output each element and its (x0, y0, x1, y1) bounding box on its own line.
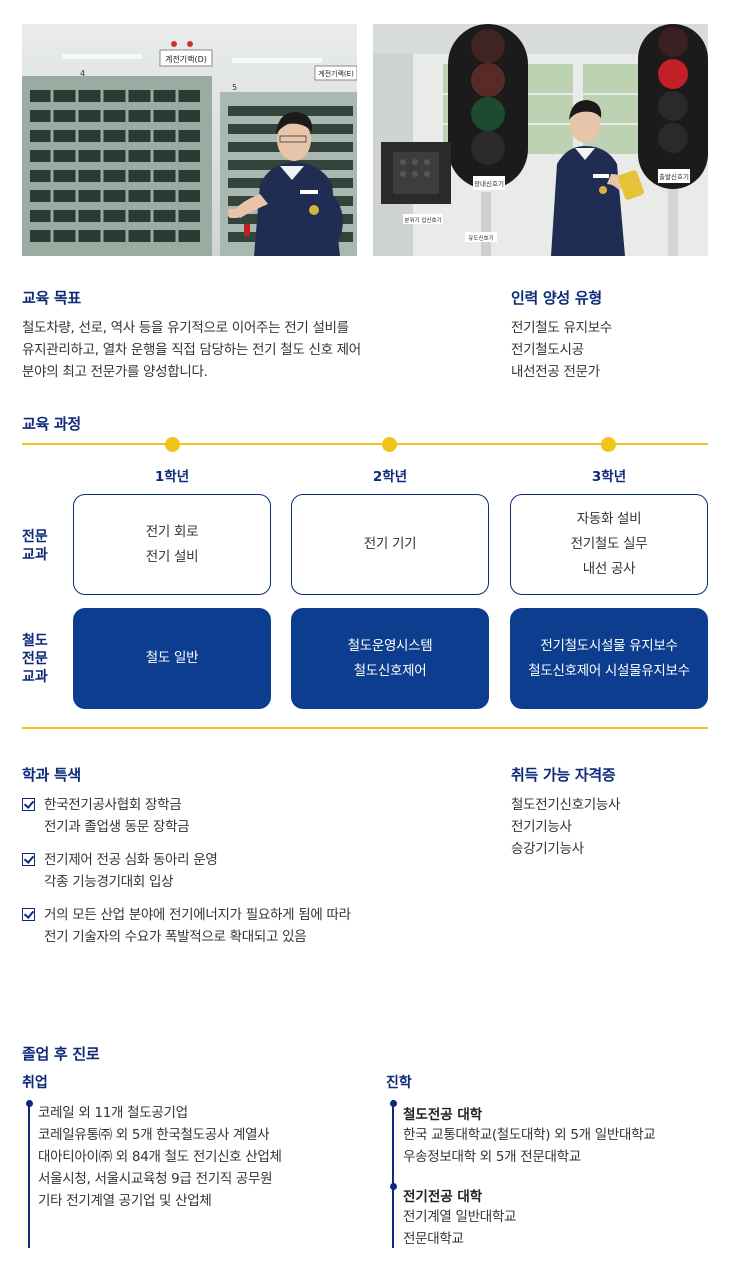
feature-item: 한국전기공사협회 장학금 전기과 졸업생 동문 장학금 (22, 794, 442, 838)
subject: 전기 설비 (145, 548, 199, 565)
education-goal-line: 분야의 최고 전문가를 양성합니다. (22, 364, 208, 380)
rack-number-5: 5 (232, 83, 237, 92)
row-label-major-line: 전문 (22, 529, 48, 545)
rack-sign-e: 계전기랙(E) (318, 69, 354, 78)
certificates-title: 취득 가능 자격증 (511, 766, 616, 784)
employment-item: 대아티아이㈜ 외 84개 철도 전기신호 산업체 (38, 1149, 282, 1165)
advancement-dot (389, 1183, 397, 1190)
subject: 철도신호제어 시설물유지보수 (528, 662, 690, 679)
talent-type-item: 내선전공 전문가 (511, 364, 600, 380)
student-figure-right (551, 100, 644, 256)
advancement-line (392, 1100, 394, 1248)
electric-univ-item: 전문대학교 (403, 1231, 464, 1247)
feature-line: 전기제어 전공 심화 동아리 운영 (44, 852, 218, 868)
checkbox-icon (22, 908, 35, 921)
signal-sign-3: 유도신호기 (468, 234, 493, 242)
major-subjects-year2: 전기 기기 (291, 494, 489, 595)
talent-types-title: 인력 양성 유형 (511, 289, 602, 307)
certificate-item: 승강기기능사 (511, 841, 584, 857)
employment-label: 취업 (22, 1075, 48, 1091)
year-label-3: 3학년 (591, 469, 627, 485)
row-label-railway-line: 교과 (22, 669, 48, 685)
subject: 철도신호제어 (353, 662, 427, 679)
electric-univ-title: 전기전공 대학 (403, 1189, 483, 1205)
talent-types-list: 전기철도 유지보수 전기철도시공 내선전공 전문가 (511, 317, 711, 383)
row-label-railway-line: 철도 (22, 633, 48, 649)
employment-item: 기타 전기계열 공기업 및 산업체 (38, 1193, 212, 1209)
rack-number-4: 4 (80, 69, 85, 78)
subject: 전기 회로 (145, 523, 199, 540)
photo-signal-lab: 장내신호기 분위기 입신호기 유도신호기 출발신호기 (373, 24, 708, 256)
employment-dot (25, 1100, 33, 1107)
electric-univ-item: 전기계열 일반대학교 (403, 1209, 517, 1225)
education-goal-text: 철도차량, 선로, 역사 등을 유기적으로 이어주는 전기 설비를 유지관리하고… (22, 317, 442, 383)
railway-subjects-year2: 철도운영시스템 철도신호제어 (291, 608, 489, 709)
talent-type-item: 전기철도시공 (511, 342, 584, 358)
curriculum-bottom-line (22, 727, 708, 729)
feature-item: 거의 모든 산업 분야에 전기에너지가 필요하게 됨에 따라 전기 기술자의 수… (22, 904, 442, 948)
row-label-railway: 철도 전문 교과 (22, 632, 58, 686)
checkbox-icon (22, 798, 35, 811)
feature-line: 한국전기공사협회 장학금 (44, 797, 182, 813)
certificate-item: 철도전기신호기능사 (511, 797, 621, 813)
timeline-dot-year1 (165, 437, 180, 452)
advancement-dot (389, 1100, 397, 1107)
curriculum-title: 교육 과정 (22, 415, 81, 433)
employment-item: 코레일 외 11개 철도공기업 (38, 1105, 188, 1121)
certificates-list: 철도전기신호기능사 전기기능사 승강기기능사 (511, 794, 711, 860)
major-subjects-year3: 자동화 설비 전기철도 실무 내선 공사 (510, 494, 708, 595)
career-title: 졸업 후 진로 (22, 1045, 100, 1063)
checkbox-icon (22, 853, 35, 866)
talent-type-item: 전기철도 유지보수 (511, 320, 612, 336)
row-label-railway-line: 전문 (22, 651, 48, 667)
major-subjects-year1: 전기 회로 전기 설비 (73, 494, 271, 595)
railway-subjects-year1: 철도 일반 (73, 608, 271, 709)
subject: 철도 일반 (145, 650, 199, 666)
employment-item: 서울시청, 서울시교육청 9급 전기직 공무원 (38, 1171, 273, 1187)
feature-item: 전기제어 전공 심화 동아리 운영 각종 기능경기대회 입상 (22, 849, 442, 893)
feature-line: 거의 모든 산업 분야에 전기에너지가 필요하게 됨에 따라 (44, 907, 351, 923)
photo-relay-room: 계전기랙(D) 계전기랙(E) 4 5 (22, 24, 357, 256)
subject: 전기철도시설물 유지보수 (540, 637, 678, 654)
subject: 내선 공사 (582, 561, 636, 577)
education-goal-line: 철도차량, 선로, 역사 등을 유기적으로 이어주는 전기 설비를 (22, 320, 349, 336)
railway-univ-item: 한국 교통대학교(철도대학) 외 5개 일반대학교 (403, 1127, 656, 1143)
railway-univ-title: 철도전공 대학 (403, 1107, 483, 1123)
signal-lab-illustration: 장내신호기 분위기 입신호기 유도신호기 출발신호기 (373, 24, 708, 256)
timeline-dot-year3 (601, 437, 616, 452)
signal-sign-1: 장내신호기 (474, 179, 504, 188)
certificate-item: 전기기능사 (511, 819, 572, 835)
student-figure-left (228, 112, 343, 256)
rack-sign-d: 계전기랙(D) (165, 54, 207, 64)
subject: 전기 기기 (363, 536, 417, 552)
row-label-major-line: 교과 (22, 547, 48, 563)
row-label-major: 전문 교과 (22, 528, 58, 564)
year-label-1: 1학년 (154, 469, 190, 485)
education-goal-line: 유지관리하고, 열차 운행을 직접 담당하는 전기 철도 신호 제어 (22, 342, 361, 358)
employment-list: 코레일 외 11개 철도공기업 코레일유통㈜ 외 5개 한국철도공사 계열사 대… (38, 1102, 368, 1212)
railway-univ-list: 한국 교통대학교(철도대학) 외 5개 일반대학교 우송정보대학 외 5개 전문… (403, 1124, 723, 1168)
features-title: 학과 특색 (22, 766, 81, 784)
feature-line: 전기 기술자의 수요가 폭발적으로 확대되고 있음 (44, 929, 307, 945)
year-label-2: 2학년 (372, 469, 408, 485)
education-goal-title: 교육 목표 (22, 289, 81, 307)
timeline-dot-year2 (382, 437, 397, 452)
railway-subjects-year3: 전기철도시설물 유지보수 철도신호제어 시설물유지보수 (510, 608, 708, 709)
electric-univ-list: 전기계열 일반대학교 전문대학교 (403, 1206, 723, 1250)
relay-room-illustration: 계전기랙(D) 계전기랙(E) 4 5 (22, 24, 357, 256)
employment-line (28, 1100, 30, 1248)
subject: 철도운영시스템 (347, 637, 433, 654)
subject: 자동화 설비 (576, 511, 642, 527)
subject: 전기철도 실무 (570, 536, 648, 552)
railway-univ-item: 우송정보대학 외 5개 전문대학교 (403, 1149, 581, 1165)
advancement-label: 진학 (386, 1075, 412, 1091)
curriculum-timeline (22, 443, 708, 445)
signal-sign-4: 분위기 입신호기 (404, 216, 441, 224)
feature-line: 각종 기능경기대회 입상 (44, 874, 174, 890)
signal-sign-2: 출발신호기 (659, 172, 689, 181)
feature-line: 전기과 졸업생 동문 장학금 (44, 819, 190, 835)
employment-item: 코레일유통㈜ 외 5개 한국철도공사 계열사 (38, 1127, 270, 1143)
